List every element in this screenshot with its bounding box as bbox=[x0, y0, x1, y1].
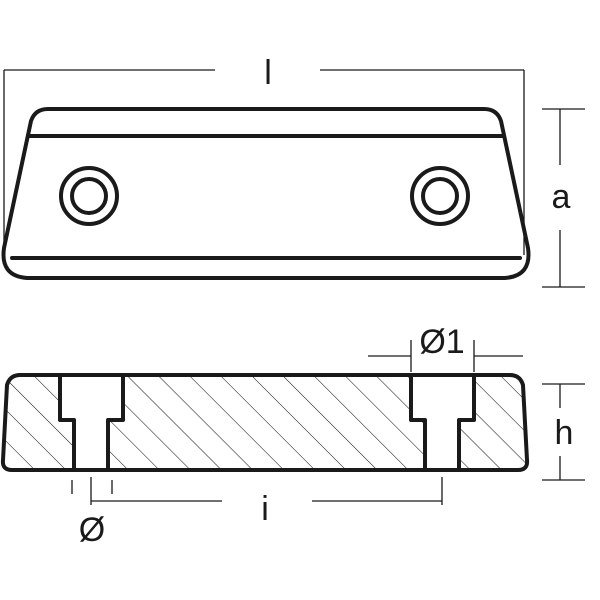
right-counterbore bbox=[409, 373, 476, 472]
section-view bbox=[0, 373, 530, 472]
dimension-length-label: l bbox=[264, 54, 272, 92]
section-outline bbox=[0, 373, 530, 472]
right-bolt-hole bbox=[410, 166, 470, 226]
dimension-counterbore: Ø1 bbox=[368, 323, 523, 372]
top-view bbox=[1, 107, 531, 280]
dimension-height: h bbox=[542, 383, 585, 481]
dimension-bolt-hole: Ø bbox=[71, 480, 113, 549]
dimension-counterbore-label: Ø1 bbox=[419, 323, 464, 361]
dimension-width: a bbox=[542, 108, 585, 288]
dimension-height-label: h bbox=[555, 414, 574, 452]
left-counterbore bbox=[58, 373, 125, 472]
top-view-outline bbox=[1, 107, 531, 280]
dimension-hole-spacing: i bbox=[90, 477, 443, 528]
dimension-hole-spacing-label: i bbox=[261, 490, 269, 528]
left-bolt-hole bbox=[59, 166, 119, 226]
dimension-length: l bbox=[3, 54, 525, 255]
dimension-width-label: a bbox=[552, 178, 571, 216]
dimension-bolt-hole-label: Ø bbox=[79, 511, 105, 549]
